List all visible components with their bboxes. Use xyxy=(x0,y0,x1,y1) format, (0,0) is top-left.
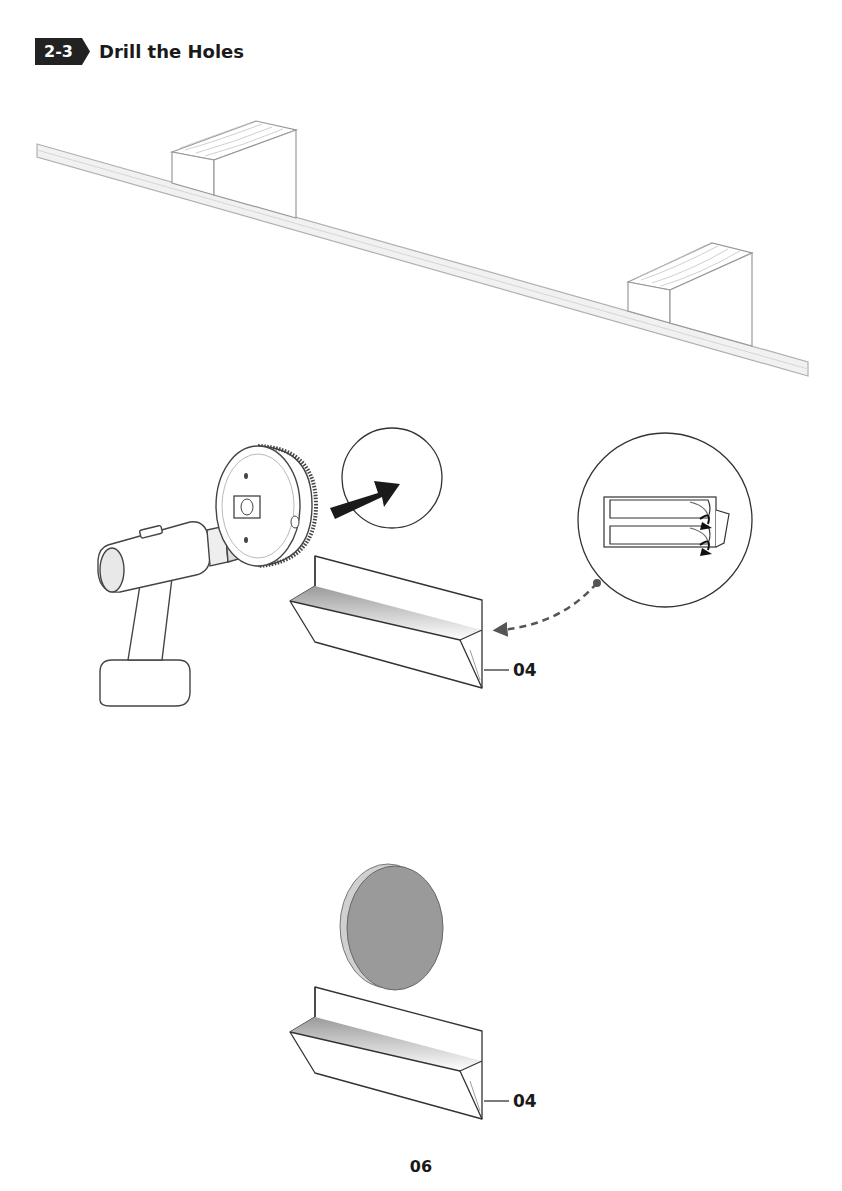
board xyxy=(37,144,808,376)
callout-number: 04 xyxy=(513,660,537,680)
cut-disc xyxy=(340,864,443,990)
leader-line xyxy=(484,1100,509,1101)
step-number: 2-3 xyxy=(44,42,73,61)
wood-block xyxy=(628,243,752,346)
adhesive-strips xyxy=(604,497,729,556)
step-title: Drill the Holes xyxy=(99,41,244,62)
page-number: 06 xyxy=(410,1157,432,1176)
dashed-pointer xyxy=(500,583,597,630)
callout-number: 04 xyxy=(513,1091,537,1111)
detail-circle xyxy=(578,433,752,607)
leader-line xyxy=(484,669,509,670)
step-badge: 2-3 xyxy=(35,38,90,65)
bracket xyxy=(290,987,482,1119)
board-edge xyxy=(37,150,808,369)
wood-block xyxy=(172,121,296,218)
push-arrow xyxy=(330,481,400,519)
hole-outline xyxy=(342,428,442,528)
hole-saw xyxy=(216,446,316,566)
bracket xyxy=(290,556,482,688)
